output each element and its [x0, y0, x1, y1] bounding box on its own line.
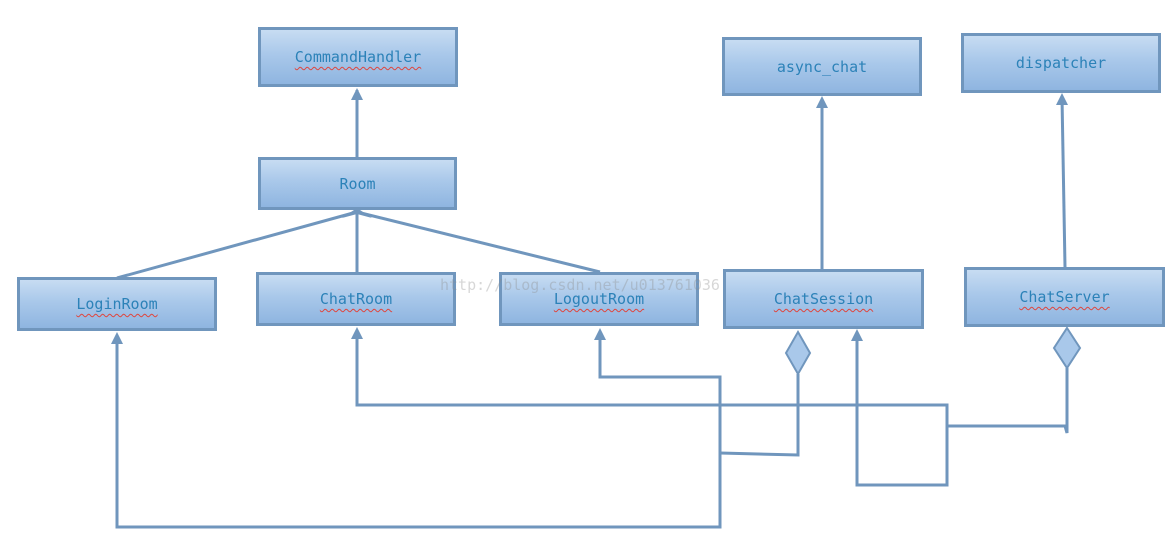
association-chatroom — [355, 336, 949, 487]
association-logoutroom — [598, 337, 722, 490]
class-chatroom-label: ChatRoom — [319, 290, 393, 308]
arrowhead-asyncchat — [816, 96, 828, 108]
class-commandhandler-label: CommandHandler — [294, 48, 422, 66]
class-commandhandler: CommandHandler — [258, 27, 458, 87]
inheritance-chatserver-dispatcher — [1060, 96, 1067, 268]
association-chatserver-rooms — [947, 368, 1069, 434]
class-logoutroom: LogoutRoom — [499, 272, 699, 326]
arrowhead-chatroom — [351, 327, 363, 339]
class-chatsession: ChatSession — [723, 269, 924, 329]
class-loginroom: LoginRoom — [17, 277, 217, 331]
inheritance-logoutroom-room — [360, 211, 601, 274]
arrowhead-chatsession — [851, 329, 863, 341]
class-chatserver: ChatServer — [964, 267, 1165, 327]
class-logoutroom-label: LogoutRoom — [553, 290, 645, 308]
class-room: Room — [258, 157, 457, 210]
arrowhead-commandhandler — [351, 88, 363, 100]
class-chatserver-label: ChatServer — [1019, 288, 1110, 306]
arrowhead-dispatcher — [1056, 93, 1068, 105]
association-loginroom — [115, 341, 722, 529]
class-loginroom-label: LoginRoom — [76, 295, 158, 313]
arrowhead-loginroom — [111, 332, 123, 344]
inheritance-loginroom-room — [116, 211, 354, 280]
class-dispatcher-label: dispatcher — [1015, 54, 1107, 72]
arrowhead-logoutroom — [594, 328, 606, 340]
aggregation-diamond-chatsession — [784, 329, 812, 377]
class-asyncchat: async_chat — [722, 37, 922, 96]
class-chatroom: ChatRoom — [256, 272, 456, 326]
class-dispatcher: dispatcher — [961, 33, 1161, 93]
class-asyncchat-label: async_chat — [776, 57, 868, 76]
arrowhead-room — [342, 208, 372, 218]
class-chatsession-label: ChatSession — [773, 290, 874, 308]
aggregation-diamond-chatserver — [1052, 326, 1082, 370]
association-chatsession-rooms — [719, 374, 800, 457]
class-room-label: Room — [339, 174, 376, 193]
